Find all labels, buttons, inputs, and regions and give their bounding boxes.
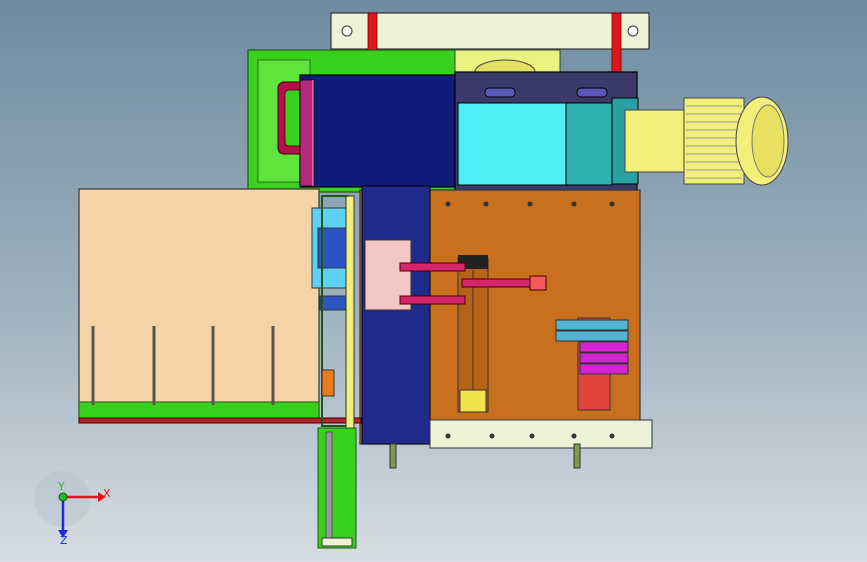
vertical-rail — [317, 195, 357, 549]
axis-triad: X Y Z — [34, 471, 111, 547]
z-axis-label: Z — [60, 534, 68, 547]
terminal-block — [555, 317, 629, 411]
y-axis-label: Y — [57, 480, 65, 493]
peach-panel — [78, 188, 362, 424]
red-bracket-right — [611, 12, 622, 76]
electric-motor — [611, 96, 789, 186]
cyan-gearbox — [454, 71, 638, 201]
navy-actuator-block — [299, 74, 461, 188]
x-axis-label: X — [103, 487, 111, 500]
y-axis-marker — [58, 492, 68, 502]
valve-manifold — [311, 207, 353, 311]
top-mounting-plate — [330, 12, 650, 76]
orange-base-plate — [359, 185, 653, 469]
pneumatic-cylinders — [364, 239, 547, 311]
